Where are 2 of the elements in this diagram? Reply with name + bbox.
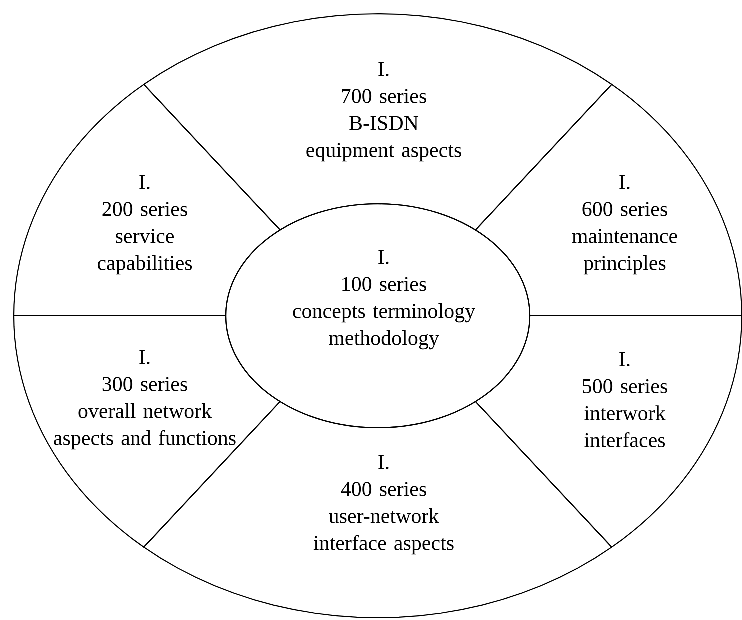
ring-sector: I. 300 series overall network aspects and functions [13,315,282,548]
ring-sector: I. 600 series maintenance principles [474,84,742,317]
